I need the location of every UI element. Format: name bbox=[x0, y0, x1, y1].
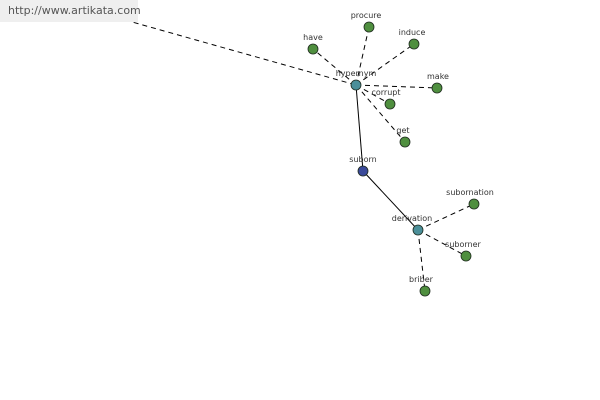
node-label-suborn: suborn bbox=[349, 155, 376, 164]
node-label-briber: briber bbox=[409, 275, 434, 284]
edge-hypernym-get bbox=[355, 84, 406, 143]
node-label-corrupt: corrupt bbox=[371, 88, 400, 97]
edge-hypernym-have bbox=[312, 48, 357, 86]
node-label-procure: procure bbox=[351, 11, 382, 20]
node-briber[interactable] bbox=[419, 285, 431, 297]
labels-layer: suborn hypernym derivation have procure induc… bbox=[303, 11, 494, 284]
edges-layer bbox=[124, 19, 475, 292]
node-label-make: make bbox=[427, 72, 449, 81]
node-hypernym[interactable] bbox=[350, 79, 362, 91]
node-derivation[interactable] bbox=[412, 224, 424, 236]
edge-source-hypernym bbox=[124, 19, 357, 86]
edge-derivation-subornation bbox=[417, 203, 475, 231]
edge-suborn-hypernym bbox=[355, 84, 364, 172]
node-label-get: get bbox=[396, 126, 409, 135]
edge-hypernym-corrupt bbox=[355, 84, 391, 105]
node-label-have: have bbox=[303, 33, 323, 42]
node-subornation[interactable] bbox=[468, 198, 480, 210]
node-label-subornation: subornation bbox=[446, 188, 494, 197]
node-make[interactable] bbox=[431, 82, 443, 94]
edge-hypernym-procure bbox=[355, 26, 370, 86]
node-suborn[interactable] bbox=[357, 165, 369, 177]
edge-suborn-derivation bbox=[362, 170, 419, 231]
node-have[interactable] bbox=[307, 43, 319, 55]
edge-derivation-briber bbox=[417, 229, 426, 292]
node-procure[interactable] bbox=[363, 21, 375, 33]
node-get[interactable] bbox=[399, 136, 411, 148]
edge-hypernym-induce bbox=[355, 43, 415, 86]
node-corrupt[interactable] bbox=[384, 98, 396, 110]
node-label-derivation: derivation bbox=[392, 214, 432, 223]
source-link[interactable]: http://www.artikata.com bbox=[0, 0, 141, 22]
node-induce[interactable] bbox=[408, 38, 420, 50]
node-label-induce: induce bbox=[399, 28, 426, 37]
node-label-suborner: suborner bbox=[445, 240, 481, 249]
edge-derivation-suborner bbox=[417, 229, 467, 257]
nodes-layer bbox=[307, 21, 480, 297]
edge-hypernym-make bbox=[355, 84, 438, 89]
node-suborner[interactable] bbox=[460, 250, 472, 262]
node-label-hypernym: hypernym bbox=[336, 69, 377, 78]
